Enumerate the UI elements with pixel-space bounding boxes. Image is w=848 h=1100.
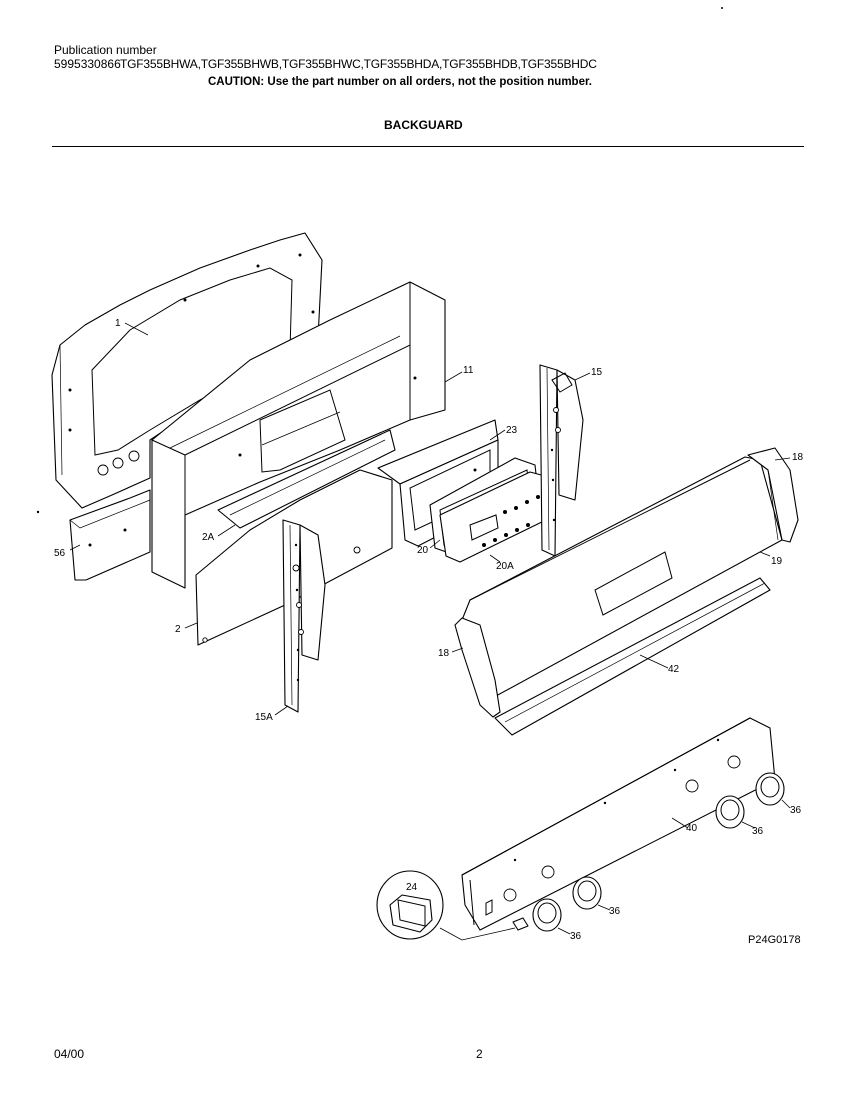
model-numbers: TGF355BHWA,TGF355BHWB,TGF355BHWC,TGF355B… [120, 57, 597, 71]
callout-36-b: 36 [609, 906, 621, 917]
part-15a-left-bracket [282, 519, 326, 713]
part-36-knob-1 [532, 898, 562, 932]
part-24-switch-detail [376, 870, 529, 941]
part-42-trim-strip [494, 577, 771, 736]
callout-40: 40 [686, 823, 698, 834]
callout-18-right: 18 [792, 452, 804, 463]
callout-56: 56 [54, 548, 66, 559]
callout-2a: 2A [202, 532, 215, 543]
callout-labels: 1 11 15 23 18 19 2A 56 20 20A 2 18 42 15… [54, 318, 804, 942]
publication-label: Publication number [54, 43, 157, 57]
callout-15a: 15A [255, 712, 273, 723]
caution-note: CAUTION: Use the part number on all orde… [208, 76, 592, 88]
part-20a-control-overlay [439, 471, 551, 563]
part-36-knob-3 [715, 795, 745, 829]
callout-19: 19 [771, 556, 783, 567]
page-number: 2 [476, 1047, 483, 1061]
publication-number: 5995330866 [54, 57, 121, 71]
part-2a-vent-strip [217, 429, 396, 529]
part-23-overlay-frame [377, 419, 499, 547]
callout-11: 11 [463, 365, 474, 376]
callout-23: 23 [506, 425, 518, 436]
callout-42: 42 [668, 664, 680, 675]
header-rule [52, 146, 804, 147]
part-36-knob-4 [755, 772, 785, 806]
part-56-bracket [69, 489, 151, 581]
callout-15: 15 [591, 367, 603, 378]
footer-date: 04/00 [54, 1047, 85, 1061]
callout-20: 20 [417, 545, 429, 556]
callout-36-c: 36 [752, 826, 764, 837]
section-title: BACKGUARD [384, 118, 463, 132]
callout-20a: 20A [496, 561, 514, 572]
figure-code: P24G0178 [748, 934, 801, 946]
callout-18-left: 18 [438, 648, 450, 659]
callout-36-d: 36 [790, 805, 802, 816]
callout-1: 1 [115, 318, 121, 329]
part-18-left-end-cap [454, 617, 501, 718]
part-15-right-bracket [539, 364, 584, 557]
callout-2: 2 [175, 624, 181, 635]
part-36-knob-2 [572, 876, 602, 910]
callout-36-a: 36 [570, 931, 582, 942]
leader-lines [69, 322, 791, 935]
part-18-right-end-cap [747, 447, 799, 543]
part-11-backguard-frame [151, 281, 446, 589]
callout-24: 24 [406, 882, 418, 893]
